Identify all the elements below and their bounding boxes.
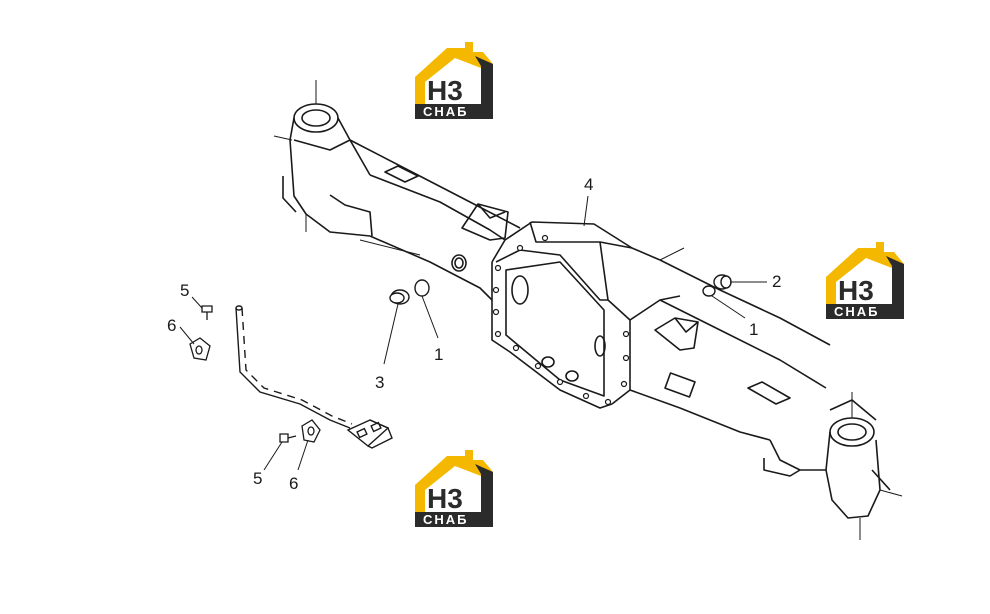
- logo-bottom-text: СНАБ: [834, 304, 880, 319]
- callout-6-lower: 6: [289, 474, 298, 493]
- screw-5-lower: [279, 433, 297, 443]
- callout-5-lower: 5: [253, 469, 262, 488]
- callout-6-upper: 6: [167, 316, 176, 335]
- watermark-logo-right: H3 СНАБ: [826, 242, 904, 319]
- leader-lines: [179, 195, 767, 471]
- callout-2: 2: [772, 272, 781, 291]
- logo-top-text: H3: [427, 483, 463, 514]
- watermark-logo-top: H3 СНАБ: [415, 42, 493, 119]
- callout-3: 3: [375, 373, 384, 392]
- callout-1-left: 1: [434, 345, 443, 364]
- axle-housing: [282, 103, 891, 519]
- axis-lines: [273, 80, 903, 540]
- callout-5-upper: 5: [180, 281, 189, 300]
- logo-top-text: H3: [427, 75, 463, 106]
- sensor-cable: [235, 305, 393, 449]
- logo-bottom-text: СНАБ: [423, 512, 469, 527]
- watermark-logo-bottom: H3 СНАБ: [415, 450, 493, 527]
- plug-3-left: [389, 279, 430, 305]
- logo-top-text: H3: [838, 275, 874, 306]
- screw-5-upper: [201, 305, 213, 320]
- callout-4: 4: [584, 175, 593, 194]
- clip-6-upper: [189, 337, 211, 361]
- clip-6-lower: [301, 419, 321, 443]
- logo-bottom-text: СНАБ: [423, 104, 469, 119]
- callout-1-right: 1: [749, 320, 758, 339]
